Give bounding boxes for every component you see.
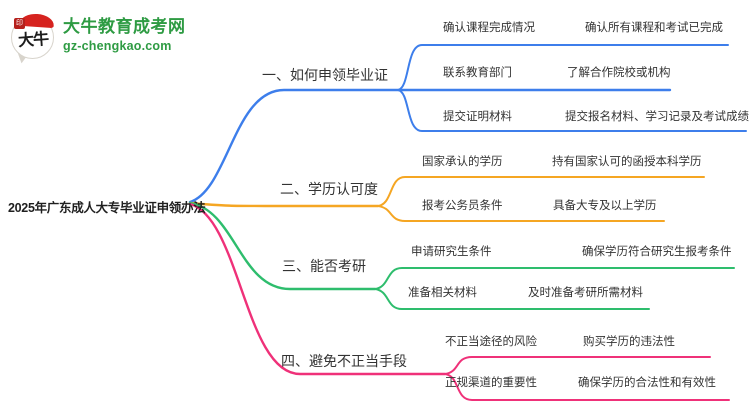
branch-2-child-2-detail: 具备大专及以上学历 <box>553 200 657 212</box>
branch-1-line <box>188 88 672 204</box>
branch-4-child-2-line <box>444 373 730 401</box>
branch-1-child-2-detail: 了解合作院校或机构 <box>567 67 671 79</box>
branch-4-child-1-detail: 购买学历的违法性 <box>583 336 675 348</box>
branch-4-label: 四、避免不正当手段 <box>281 353 407 369</box>
branch-2-child-2-label: 报考公务员条件 <box>422 200 503 212</box>
site-name: 大牛教育成考网 <box>63 17 186 36</box>
site-url: gz-chengkao.com <box>63 38 172 53</box>
branch-1-child-3-line <box>397 89 747 132</box>
branch-4-child-2-detail: 确保学历的合法性和有效性 <box>578 377 716 389</box>
branch-3-child-2-detail: 及时准备考研所需材料 <box>528 287 643 299</box>
branch-4-child-1-line <box>444 356 711 375</box>
branch-2-label: 二、学历认可度 <box>280 181 378 197</box>
root-topic: 2025年广东成人大专毕业证申领办法 <box>8 201 206 215</box>
branch-2-line <box>188 201 380 208</box>
branch-3-label: 三、能否考研 <box>282 258 366 274</box>
logo-calligraphy-text: 大牛 <box>17 30 49 51</box>
branch-4-line <box>188 202 447 376</box>
branch-2-child-1-detail: 持有国家认可的函授本科学历 <box>552 156 702 168</box>
branch-1-child-1-label: 确认课程完成情况 <box>443 22 535 34</box>
logo-bubble-icon: 印 大牛 <box>10 12 56 65</box>
branch-1-child-3-detail: 提交报名材料、学习记录及考试成绩 <box>565 111 749 123</box>
branch-3-child-1-line <box>374 267 735 290</box>
branch-3-child-1-label: 申请研究生条件 <box>411 246 492 258</box>
red-seal-icon: 印 <box>14 18 25 29</box>
branch-2-child-2-line <box>377 205 665 222</box>
branch-4-child-1-label: 不正当途径的风险 <box>445 336 537 348</box>
branch-1-label: 一、如何申领毕业证 <box>262 67 388 83</box>
branch-4-child-2-label: 正规渠道的重要性 <box>445 377 537 389</box>
branch-2-child-1-label: 国家承认的学历 <box>422 156 503 168</box>
branch-1-child-3-label: 提交证明材料 <box>443 111 512 123</box>
branch-1-child-2-label: 联系教育部门 <box>443 67 512 79</box>
branch-3-child-2-label: 准备相关材料 <box>408 287 477 299</box>
branch-3-child-2-line <box>374 288 650 310</box>
site-logo: 印 大牛 大牛教育成考网 gz-chengkao.com <box>10 8 186 65</box>
branch-3-child-1-detail: 确保学历符合研究生报考条件 <box>582 246 732 258</box>
branch-1-child-1-line <box>397 44 729 91</box>
branch-3-line <box>188 201 377 291</box>
branch-2-child-1-line <box>377 176 705 207</box>
branch-1-child-1-detail: 确认所有课程和考试已完成 <box>585 22 723 34</box>
